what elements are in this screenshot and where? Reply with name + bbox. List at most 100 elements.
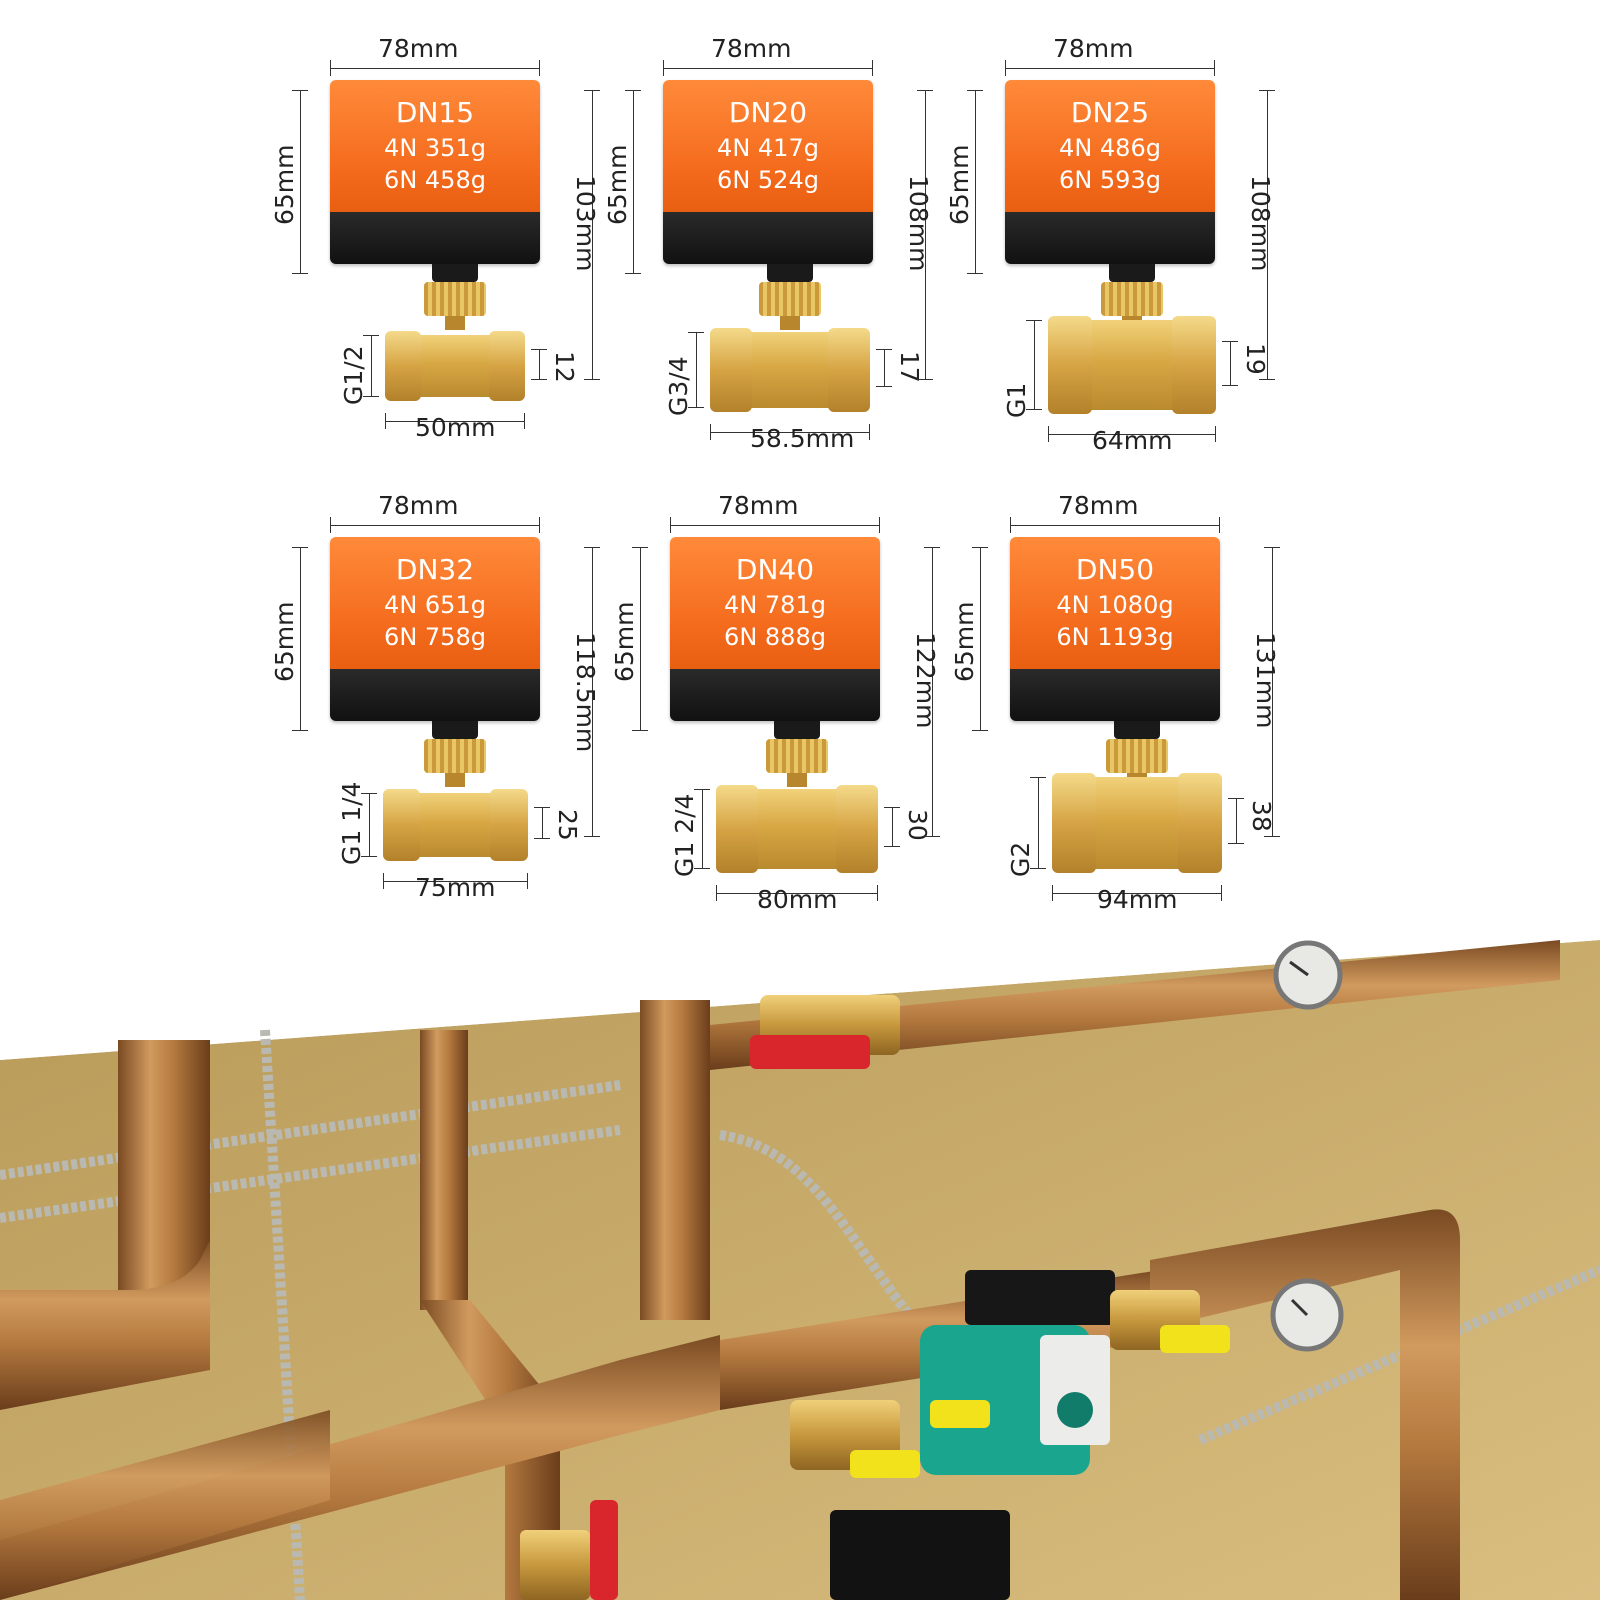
width-dimension-line: [330, 517, 540, 533]
bore-dimension-line: [533, 807, 550, 839]
total-height-label: 103mm: [571, 175, 600, 272]
width-dimension-line: [1005, 60, 1215, 76]
thread-label: G1: [1002, 382, 1031, 418]
bore-dimension-line: [884, 807, 900, 847]
weight-4n-label: 4N 1080g: [1056, 591, 1174, 619]
pump-actuator: [965, 1270, 1115, 1325]
weight-6n-label: 6N 524g: [717, 166, 819, 194]
width-top-label: 78mm: [378, 491, 459, 520]
thread-label: G2: [1006, 841, 1035, 877]
bore-dimension-line: [876, 349, 892, 387]
bore-dimension-line: [1222, 341, 1238, 386]
actuator-orange-cover: [663, 80, 873, 212]
coupling-nut: [766, 739, 828, 773]
weight-4n-label: 4N 781g: [724, 591, 826, 619]
coupling-nut: [1106, 739, 1168, 773]
actuator-neck: [432, 264, 478, 282]
actuator-neck: [1114, 721, 1160, 739]
weight-6n-label: 6N 888g: [724, 623, 826, 651]
width-top-label: 78mm: [718, 491, 799, 520]
bore-dimension-line: [1228, 798, 1244, 844]
model-label: DN25: [1070, 96, 1150, 129]
installation-photo: [0, 940, 1600, 1600]
body-length-label: 64mm: [1092, 426, 1173, 455]
width-dimension-line: [330, 60, 540, 76]
valve-stem: [445, 773, 465, 787]
bore-label: 19: [1241, 343, 1270, 375]
red-handle: [750, 1035, 870, 1069]
total-height-dimension-line: [1264, 547, 1280, 837]
actuator-height-dimension-line: [972, 547, 988, 731]
yellow-handle-left: [850, 1450, 920, 1478]
total-height-dimension-line: [584, 547, 600, 837]
actuator-orange-cover: [330, 537, 540, 669]
body-length-dimension-line: [1052, 885, 1222, 901]
thread-dimension-line: [688, 332, 704, 408]
actuator-black-base: [330, 669, 540, 721]
thread-dimension-line: [1026, 320, 1042, 410]
width-dimension-line: [663, 60, 873, 76]
control-box: [830, 1510, 1010, 1600]
actuator-height-label: 65mm: [270, 144, 299, 225]
total-height-label: 122mm: [911, 632, 940, 729]
thread-label: G3/4: [664, 356, 693, 416]
weight-6n-label: 6N 758g: [384, 623, 486, 651]
model-label: DN50: [1075, 553, 1155, 586]
actuator-housing: DN25 4N 486g 6N 593g: [1005, 80, 1215, 264]
total-height-label: 118.5mm: [571, 632, 600, 753]
brass-valve-body: [716, 785, 879, 873]
brass-valve-body: [710, 328, 870, 412]
bore-dimension-line: [531, 349, 547, 380]
actuator-height-dimension-line: [967, 90, 983, 274]
body-length-dimension-line: [1048, 426, 1216, 442]
weight-6n-label: 6N 1193g: [1056, 623, 1174, 651]
valve-stem: [780, 316, 800, 330]
width-top-label: 78mm: [1053, 34, 1134, 63]
actuator-neck: [767, 264, 813, 282]
actuator-height-dimension-line: [292, 90, 308, 274]
actuator-neck: [1109, 264, 1155, 282]
thread-dimension-line: [694, 789, 710, 869]
body-length-dimension-line: [710, 424, 870, 440]
body-length-label: 50mm: [415, 413, 496, 442]
body-length-label: 75mm: [415, 873, 496, 902]
coupling-nut: [1101, 282, 1163, 316]
total-height-dimension-line: [924, 547, 940, 837]
width-top-label: 78mm: [378, 34, 459, 63]
weight-4n-label: 4N 651g: [384, 591, 486, 619]
width-dimension-line: [1010, 517, 1220, 533]
actuator-height-dimension-line: [292, 547, 308, 731]
brass-valve-body: [382, 789, 528, 861]
weight-4n-label: 4N 417g: [717, 134, 819, 162]
weight-4n-label: 4N 486g: [1059, 134, 1161, 162]
thermometer-right: [1270, 1278, 1344, 1352]
total-height-dimension-line: [1259, 90, 1275, 380]
body-length-label: 58.5mm: [750, 424, 855, 453]
width-top-label: 78mm: [1058, 491, 1139, 520]
weight-6n-label: 6N 593g: [1059, 166, 1161, 194]
actuator-housing: DN50 4N 1080g 6N 1193g: [1010, 537, 1220, 721]
circulation-pump: [830, 1270, 1115, 1600]
brass-fittings: [520, 1290, 1230, 1600]
actuator-orange-cover: [1010, 537, 1220, 669]
actuator-black-base: [670, 669, 880, 721]
thread-dimension-line: [1030, 777, 1046, 869]
plumbing-scene-image: [0, 940, 1600, 1600]
thread-dimension-line: [360, 793, 377, 857]
yellow-handle-right: [1160, 1325, 1230, 1353]
actuator-orange-cover: [330, 80, 540, 212]
valve-stem: [445, 316, 465, 330]
model-label: DN20: [728, 96, 808, 129]
brass-valve-body: [1052, 773, 1222, 873]
coupling-nut: [424, 282, 486, 316]
bore-label: 25: [552, 809, 582, 841]
body-length-label: 80mm: [757, 885, 838, 914]
